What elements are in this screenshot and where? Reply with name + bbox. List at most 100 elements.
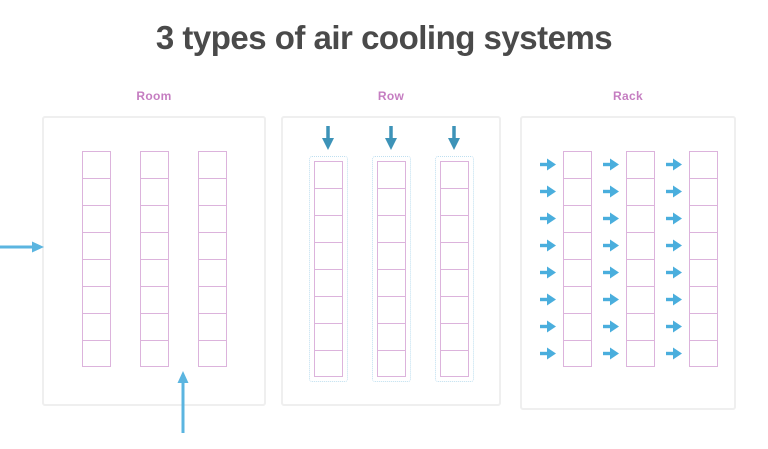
room-supply-arrow-bottom-icon [177,371,189,433]
rack-unit-cell [197,340,227,367]
panel-label-row: Row [377,89,405,103]
rack-unit-cell [439,350,469,377]
contained-rack-column [308,126,348,382]
rack-unit-cell [197,151,227,178]
rack-arrow-stack [539,151,557,367]
rack-supply-arrow-right-icon [539,259,557,286]
rack-unit-cell [139,259,169,286]
rack-unit-cell [81,205,111,232]
rack-unit-cell [625,178,655,205]
rack-unit-cell [625,286,655,313]
rack-supply-arrow-right-icon [539,205,557,232]
rack-supply-arrow-right-icon [602,178,620,205]
rack-unit-cell [688,313,718,340]
rack-supply-arrow-right-icon [665,232,683,259]
rack-supply-arrow-right-icon [539,340,557,367]
rack-supply-arrow-right-icon [665,151,683,178]
rack-supply-arrow-right-icon [539,313,557,340]
rack-unit-cell [81,178,111,205]
rack-unit-cell [139,313,169,340]
panel-box-row [281,116,501,406]
rack-unit-cell [313,215,343,242]
room-supply-arrow-left-icon [0,240,44,253]
row-containment-boundary [434,156,474,382]
rack-column [688,151,718,367]
rack-unit-cell [562,151,592,178]
row-supply-arrow-down-icon [384,126,398,150]
rack-unit-cell [376,161,406,188]
rack-unit-cell [81,232,111,259]
rack-unit-cell [139,151,169,178]
rack-unit-cell [562,232,592,259]
rack-supply-arrow-right-icon [539,178,557,205]
rack-unit-cell [625,232,655,259]
rack-supply-arrow-right-icon [665,340,683,367]
rack-column [197,151,227,367]
rack-supply-arrow-right-icon [602,259,620,286]
rack-unit-cell [376,215,406,242]
panel-room: Room [0,88,266,433]
page-title: 3 types of air cooling systems [155,19,613,56]
rack-unit-cell [688,205,718,232]
rack-unit-cell [625,313,655,340]
rack-unit-cell [197,205,227,232]
row-containment-boundary [308,156,348,382]
rack-unit-cell [439,323,469,350]
rack-column [625,151,655,367]
rack-unit-cell [562,286,592,313]
row-containment-boundary [371,156,411,382]
rack-column [562,151,592,367]
rack-unit-cell [625,205,655,232]
rack-with-arrows [665,151,718,367]
rack-unit-cell [562,313,592,340]
rack-unit-cell [376,242,406,269]
rack-supply-arrow-right-icon [665,313,683,340]
panel-box-room [0,116,266,433]
rack-unit-cell [139,178,169,205]
rack-column [81,151,111,367]
rack-with-arrows [539,151,592,367]
rack-unit-cell [625,151,655,178]
rack-supply-arrow-right-icon [602,340,620,367]
rack-unit-cell [197,178,227,205]
rack-unit-cell [688,232,718,259]
contained-rack-column [434,126,474,382]
rack-unit-cell [688,151,718,178]
row-supply-arrow-down-icon [321,126,335,150]
rack-unit-cell [562,178,592,205]
rack-column [313,161,343,377]
rack-unit-cell [376,350,406,377]
rack-unit-cell [81,286,111,313]
panel-box-rack [520,116,736,410]
panel-label-rack: Rack [613,89,643,103]
rack-supply-arrow-right-icon [539,286,557,313]
rack-unit-cell [139,205,169,232]
rack-unit-cell [439,215,469,242]
rack-unit-cell [439,242,469,269]
rack-supply-arrow-right-icon [665,205,683,232]
rack-unit-cell [376,323,406,350]
rack-unit-cell [439,188,469,215]
rack-arrow-stack [602,151,620,367]
row-supply-arrow-down-icon [447,126,461,150]
rack-unit-cell [81,259,111,286]
rack-column [139,151,169,367]
rack-unit-cell [562,259,592,286]
panel-rack: Rack [520,88,736,410]
rack-area-room [44,118,264,404]
rack-supply-arrow-right-icon [602,205,620,232]
rack-unit-cell [197,232,227,259]
rack-unit-cell [625,259,655,286]
rack-unit-cell [625,340,655,367]
rack-supply-arrow-right-icon [539,232,557,259]
rack-unit-cell [313,350,343,377]
rack-supply-arrow-right-icon [539,151,557,178]
rack-with-arrows [602,151,655,367]
rack-unit-cell [313,269,343,296]
rack-unit-cell [439,269,469,296]
rack-unit-cell [688,340,718,367]
rack-supply-arrow-right-icon [665,178,683,205]
rack-supply-arrow-right-icon [665,286,683,313]
rack-supply-arrow-right-icon [602,232,620,259]
